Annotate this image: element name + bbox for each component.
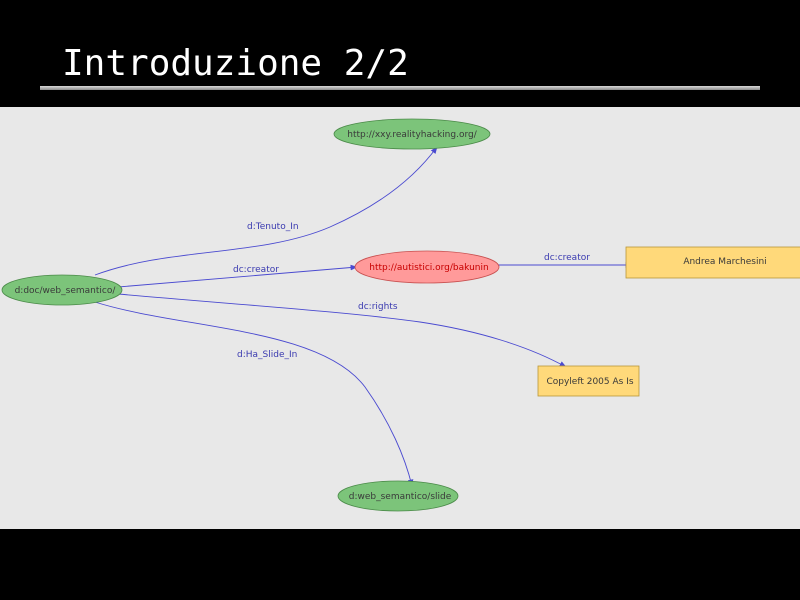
- edge-label-rights: dc:rights: [358, 302, 398, 312]
- rdf-graph-canvas: d:Tenuto_In dc:creator dc:rights d:Ha_Sl…: [0, 107, 800, 529]
- node-label-copyleft: Copyleft 2005 As Is: [546, 377, 633, 387]
- node-bakunin[interactable]: http://autistici.org/bakunin: [354, 250, 500, 284]
- edge-label-creator-doc: dc:creator: [233, 265, 279, 275]
- node-label-doc: d:doc/web_semantico/: [15, 286, 117, 296]
- node-label-slide: d:web_semantico/slide: [349, 492, 452, 502]
- edge-creator-doc: [117, 264, 358, 288]
- edge-label-ha-slide-in: d:Ha_Slide_In: [237, 350, 297, 360]
- node-label-reality: http://xxy.realityhacking.org/: [347, 130, 477, 140]
- node-label-marchesini: Andrea Marchesini: [683, 257, 766, 267]
- title-divider: [40, 86, 760, 90]
- edge-ha-slide-in: [94, 301, 414, 487]
- edge-tenuto-in: [94, 146, 438, 276]
- node-reality[interactable]: http://xxy.realityhacking.org/: [333, 118, 491, 150]
- rdf-graph: d:Tenuto_In dc:creator dc:rights d:Ha_Sl…: [1, 118, 800, 512]
- node-marchesini[interactable]: Andrea Marchesini: [625, 246, 800, 279]
- node-slide[interactable]: d:web_semantico/slide: [337, 480, 459, 512]
- node-label-bakunin: http://autistici.org/bakunin: [369, 263, 488, 273]
- edge-label-tenuto-in: d:Tenuto_In: [247, 222, 299, 232]
- edge-rights: [117, 293, 567, 368]
- edge-label-creator-bakunin: dc:creator: [544, 253, 590, 263]
- node-doc[interactable]: d:doc/web_semantico/: [1, 274, 123, 306]
- slide-title: Introduzione 2/2: [62, 43, 409, 84]
- node-copyleft[interactable]: Copyleft 2005 As Is: [537, 365, 640, 397]
